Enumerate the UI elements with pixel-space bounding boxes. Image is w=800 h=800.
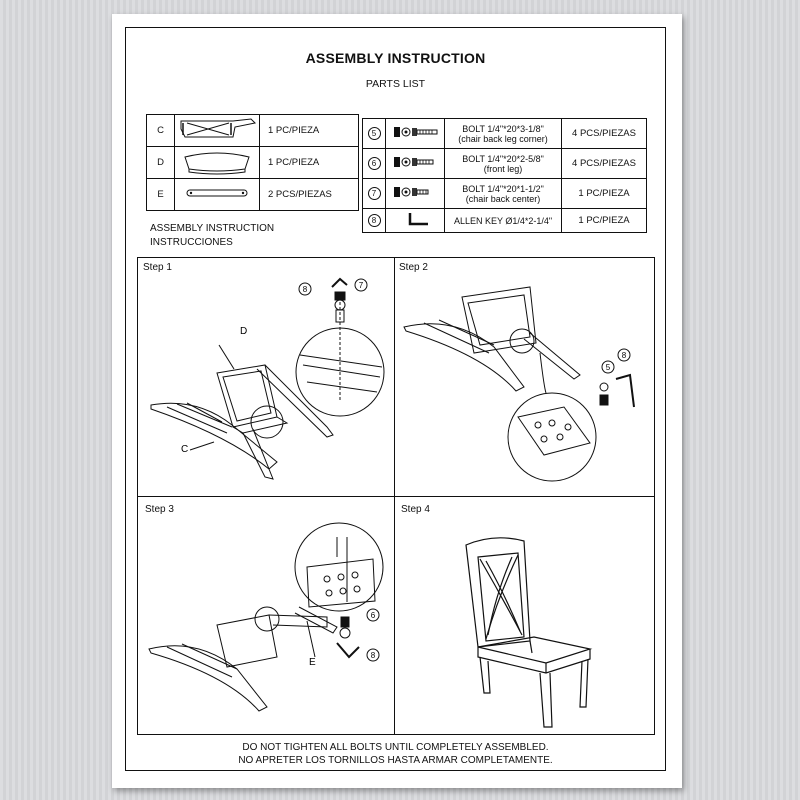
callout-d: D [240,326,247,337]
part-desc-note: (front leg) [483,163,523,174]
callout-8: 8 [371,651,376,660]
part-desc: BOLT 1/4"*20*3-1/8" [462,123,544,134]
warning-en: DO NOT TIGHTEN ALL BOLTS UNTIL COMPLETEL… [242,742,549,753]
parts-list-heading: PARTS LIST [365,78,426,90]
step-2-label: Step 2 [399,262,428,273]
part-number: 7 [367,187,381,200]
part-qty: 4 PCS/PIEZAS [561,148,647,179]
allen-key-icon [385,208,445,233]
grid-divider-horizontal [137,496,655,497]
callout-6: 6 [371,611,376,620]
part-desc: BOLT 1/4"*20*1-1/2" [462,183,544,194]
part-qty: 1 PC/PIEZA [561,178,647,209]
assembly-heading-es: INSTRUCCIONES [150,237,233,248]
bolt-icon [385,178,445,209]
hardware-row-8: 8 ALLEN KEY Ø1/4*2-1/4" 1 PC/PIEZA [362,208,647,233]
part-row-c: C 1 PC/PIEZA [146,114,359,147]
part-qty: 1 PC/PIEZA [561,208,647,233]
assembly-heading: ASSEMBLY INSTRUCTION INSTRUCCIONES [150,222,274,250]
part-desc-note: (chair back center) [465,193,541,204]
parts-table-right: 5 BOLT 1/4"*20*3-1/8"(chair back leg cor… [362,118,647,233]
part-desc: ALLEN KEY Ø1/4*2-1/4" [453,215,553,226]
hardware-row-7: 7 BOLT 1/4"*20*1-1/2"(chair back center)… [362,178,647,209]
part-qty: 2 PCS/PIEZAS [259,178,359,211]
document-title: ASSEMBLY INSTRUCTION [305,50,486,66]
part-qty: 1 PC/PIEZA [259,114,359,147]
step-1-label: Step 1 [143,262,172,273]
part-id: D [146,146,175,179]
callout-8: 8 [622,351,627,360]
chair-back-frame-icon [174,114,260,147]
bolt-icon [385,148,445,179]
callout-e: E [309,657,316,668]
callout-5: 5 [606,363,611,372]
callout-7: 7 [359,281,364,290]
step-2-illustration: 5 8 [403,286,635,482]
seat-cushion-icon [174,146,260,179]
part-desc-note: (chair back leg corner) [458,133,548,144]
assembly-warning: DO NOT TIGHTEN ALL BOLTS UNTIL COMPLETEL… [125,741,666,767]
sheet-border [125,27,666,771]
part-row-e: E 2 PCS/PIEZAS [146,178,359,211]
part-id: C [146,114,175,147]
assembly-heading-en: ASSEMBLY INSTRUCTION [150,223,275,234]
parts-table-left: C 1 PC/PIEZA D 1 PC/PIEZA E 2 PCS [146,114,359,211]
step-4-illustration [465,537,593,728]
step-3-label: Step 3 [145,504,174,515]
step-3-illustration: 6 E 8 [148,522,384,712]
part-number: 6 [367,157,381,170]
part-number: 8 [367,214,381,227]
part-id: E [146,178,175,211]
hardware-row-6: 6 BOLT 1/4"*20*2-5/8"(front leg) 4 PCS/P… [362,148,647,179]
step-1-illustration: 8 7 D C [150,277,385,480]
warning-es: NO APRETER LOS TORNILLOS HASTA ARMAR COM… [238,755,553,766]
callout-8: 8 [303,285,308,294]
callout-c: C [181,444,188,455]
part-row-d: D 1 PC/PIEZA [146,146,359,179]
stretcher-bar-icon [174,178,260,211]
part-desc: BOLT 1/4"*20*2-5/8" [462,153,544,164]
step-4-label: Step 4 [401,504,430,515]
part-number: 5 [367,127,381,140]
hardware-row-5: 5 BOLT 1/4"*20*3-1/8"(chair back leg cor… [362,118,647,149]
bolt-icon [385,118,445,149]
part-qty: 4 PCS/PIEZAS [561,118,647,149]
part-qty: 1 PC/PIEZA [259,146,359,179]
